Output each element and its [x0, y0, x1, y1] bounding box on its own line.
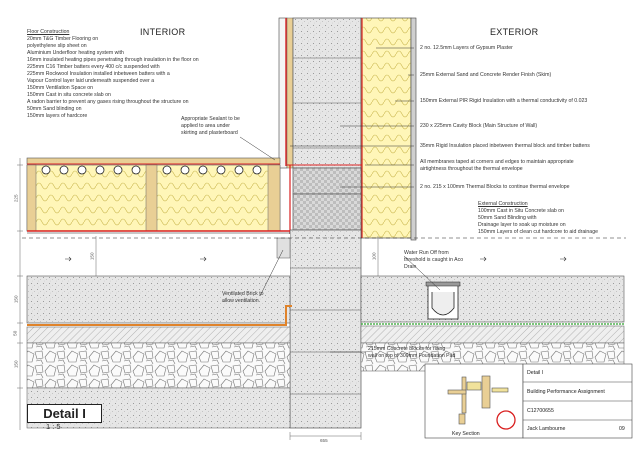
dim-655: 655	[320, 438, 328, 443]
floor-note: A radon barrier to prevent any gases ris…	[27, 99, 189, 105]
note-thermal-blocks: 2 no. 215 x 100mm Thermal Blocks to cont…	[420, 184, 570, 190]
interior-hardcore	[26, 342, 291, 389]
note-ext-construction-2: 50mm Sand Blinding with	[478, 215, 537, 221]
tb-code: C12700655	[527, 408, 554, 414]
floor-construction-notes: Floor Construction 20mm T&G Timber Floor…	[27, 29, 267, 120]
dim-150c: 150	[13, 360, 19, 369]
note-foundation-2: wall on top of 300mm Foundation Pad	[368, 353, 456, 359]
timber-batten	[286, 17, 294, 169]
detail-title: Detail I	[27, 404, 102, 423]
dim-225: 225	[13, 194, 19, 203]
dim-150b: 150	[89, 252, 95, 261]
floor-note: Aluminium Underfloor heating system with	[27, 50, 124, 56]
leader-lines	[239, 47, 441, 353]
sand-blinding	[26, 326, 291, 344]
vent-brick	[276, 237, 291, 259]
floor-note: 225mm C16 Timber batters every 400 c/c s…	[27, 64, 160, 70]
dim-100: 100	[371, 252, 377, 261]
key-section-sketch	[447, 375, 516, 430]
ventilation-space	[27, 234, 290, 276]
floor-note: 16mm insulated heating pipes penetrating…	[27, 57, 199, 63]
timber-flooring	[26, 157, 281, 165]
sealant-note-3: skirting and plasterboard	[181, 130, 238, 136]
exterior-sand	[360, 325, 625, 344]
floor-note: 50mm Sand blinding on	[27, 106, 82, 112]
floor-note: polyethylene slip sheet on	[27, 43, 87, 49]
tb-project: Building Performance Assignment	[527, 389, 605, 395]
heating-pipes	[41, 165, 262, 175]
detail-scale: 1 : 5	[46, 422, 61, 431]
floor-note: Vapour Control layer laid underneath sus…	[27, 78, 155, 84]
pir-insulation	[360, 17, 412, 239]
aco-drain	[425, 281, 461, 320]
note-ext-construction-4: 150mm Layers of clean cut hardcore to ai…	[478, 229, 598, 235]
floor-note: 150mm layers of hardcore	[27, 113, 88, 119]
note-gypsum: 2 no. 12.5mm Layers of Gypsum Plaster	[420, 45, 513, 51]
floor-note: 150mm Cast in situ concrete slab on	[27, 92, 111, 98]
note-vent-brick-2: allow ventilation	[222, 298, 259, 304]
title-block	[424, 363, 633, 439]
note-pir: 150mm External PIR Rigid Insulation with…	[420, 98, 588, 104]
note-block: 230 x 225mm Cavity Block (Main Structure…	[420, 123, 538, 129]
note-membranes-2: airtightness throughout the thermal enve…	[420, 166, 523, 172]
note-water-runoff-3: Drain	[404, 264, 417, 270]
tb-key-section: Key Section	[452, 431, 480, 437]
sealant-note-2: applied to area under	[181, 123, 231, 129]
tb-sheet: 09	[619, 426, 625, 432]
sealant-note-1: Appropriate Sealant to be	[181, 116, 240, 122]
thermal-block-2	[292, 193, 362, 231]
note-ext-construction-3: Drainage layer to soak up moisture on	[478, 222, 566, 228]
external-render	[410, 17, 417, 241]
interior-slab	[26, 275, 291, 324]
floor-note: Floor Construction	[27, 29, 70, 35]
note-vent-brick-1: Ventilated Brick to	[222, 291, 264, 297]
note-ext-construction-0: External Construction	[478, 201, 528, 207]
note-rigid35: 35mm Rigid Insulation placed inbetween t…	[420, 143, 590, 149]
interior-label: INTERIOR	[140, 27, 186, 37]
radon-barrier	[27, 305, 292, 326]
note-foundation-1: 215mm Concrete blocks for rising	[368, 346, 446, 352]
cavity-block	[292, 17, 362, 169]
note-water-runoff-2: threshold is caught in Aco	[404, 257, 464, 263]
tb-detail: Detail I	[527, 370, 544, 376]
floor-note: 20mm T&G Timber Flooring on	[27, 36, 99, 42]
dim-50: 50	[12, 330, 18, 336]
note-ext-construction-1: 100mm Cast in Situ Concrete slab on	[478, 208, 564, 214]
note-water-runoff-1: Water Run Off from	[404, 250, 449, 256]
note-render: 25mm External Sand and Concrete Render F…	[420, 72, 552, 78]
tb-author: Jack Lambourne	[527, 426, 566, 432]
exterior-slab	[360, 275, 625, 323]
thermal-block-1	[292, 167, 362, 195]
rising-wall	[289, 229, 362, 429]
note-membranes-1: All membranes taped at corners and edges…	[420, 159, 574, 165]
exterior-label: EXTERIOR	[490, 27, 539, 37]
floor-note: 150mm Ventilation Space on	[27, 85, 94, 91]
floor-note: 225mm Rockwool Insulation installed inbe…	[27, 71, 170, 77]
dimension-left	[17, 158, 379, 430]
dim-150a: 150	[13, 295, 19, 304]
